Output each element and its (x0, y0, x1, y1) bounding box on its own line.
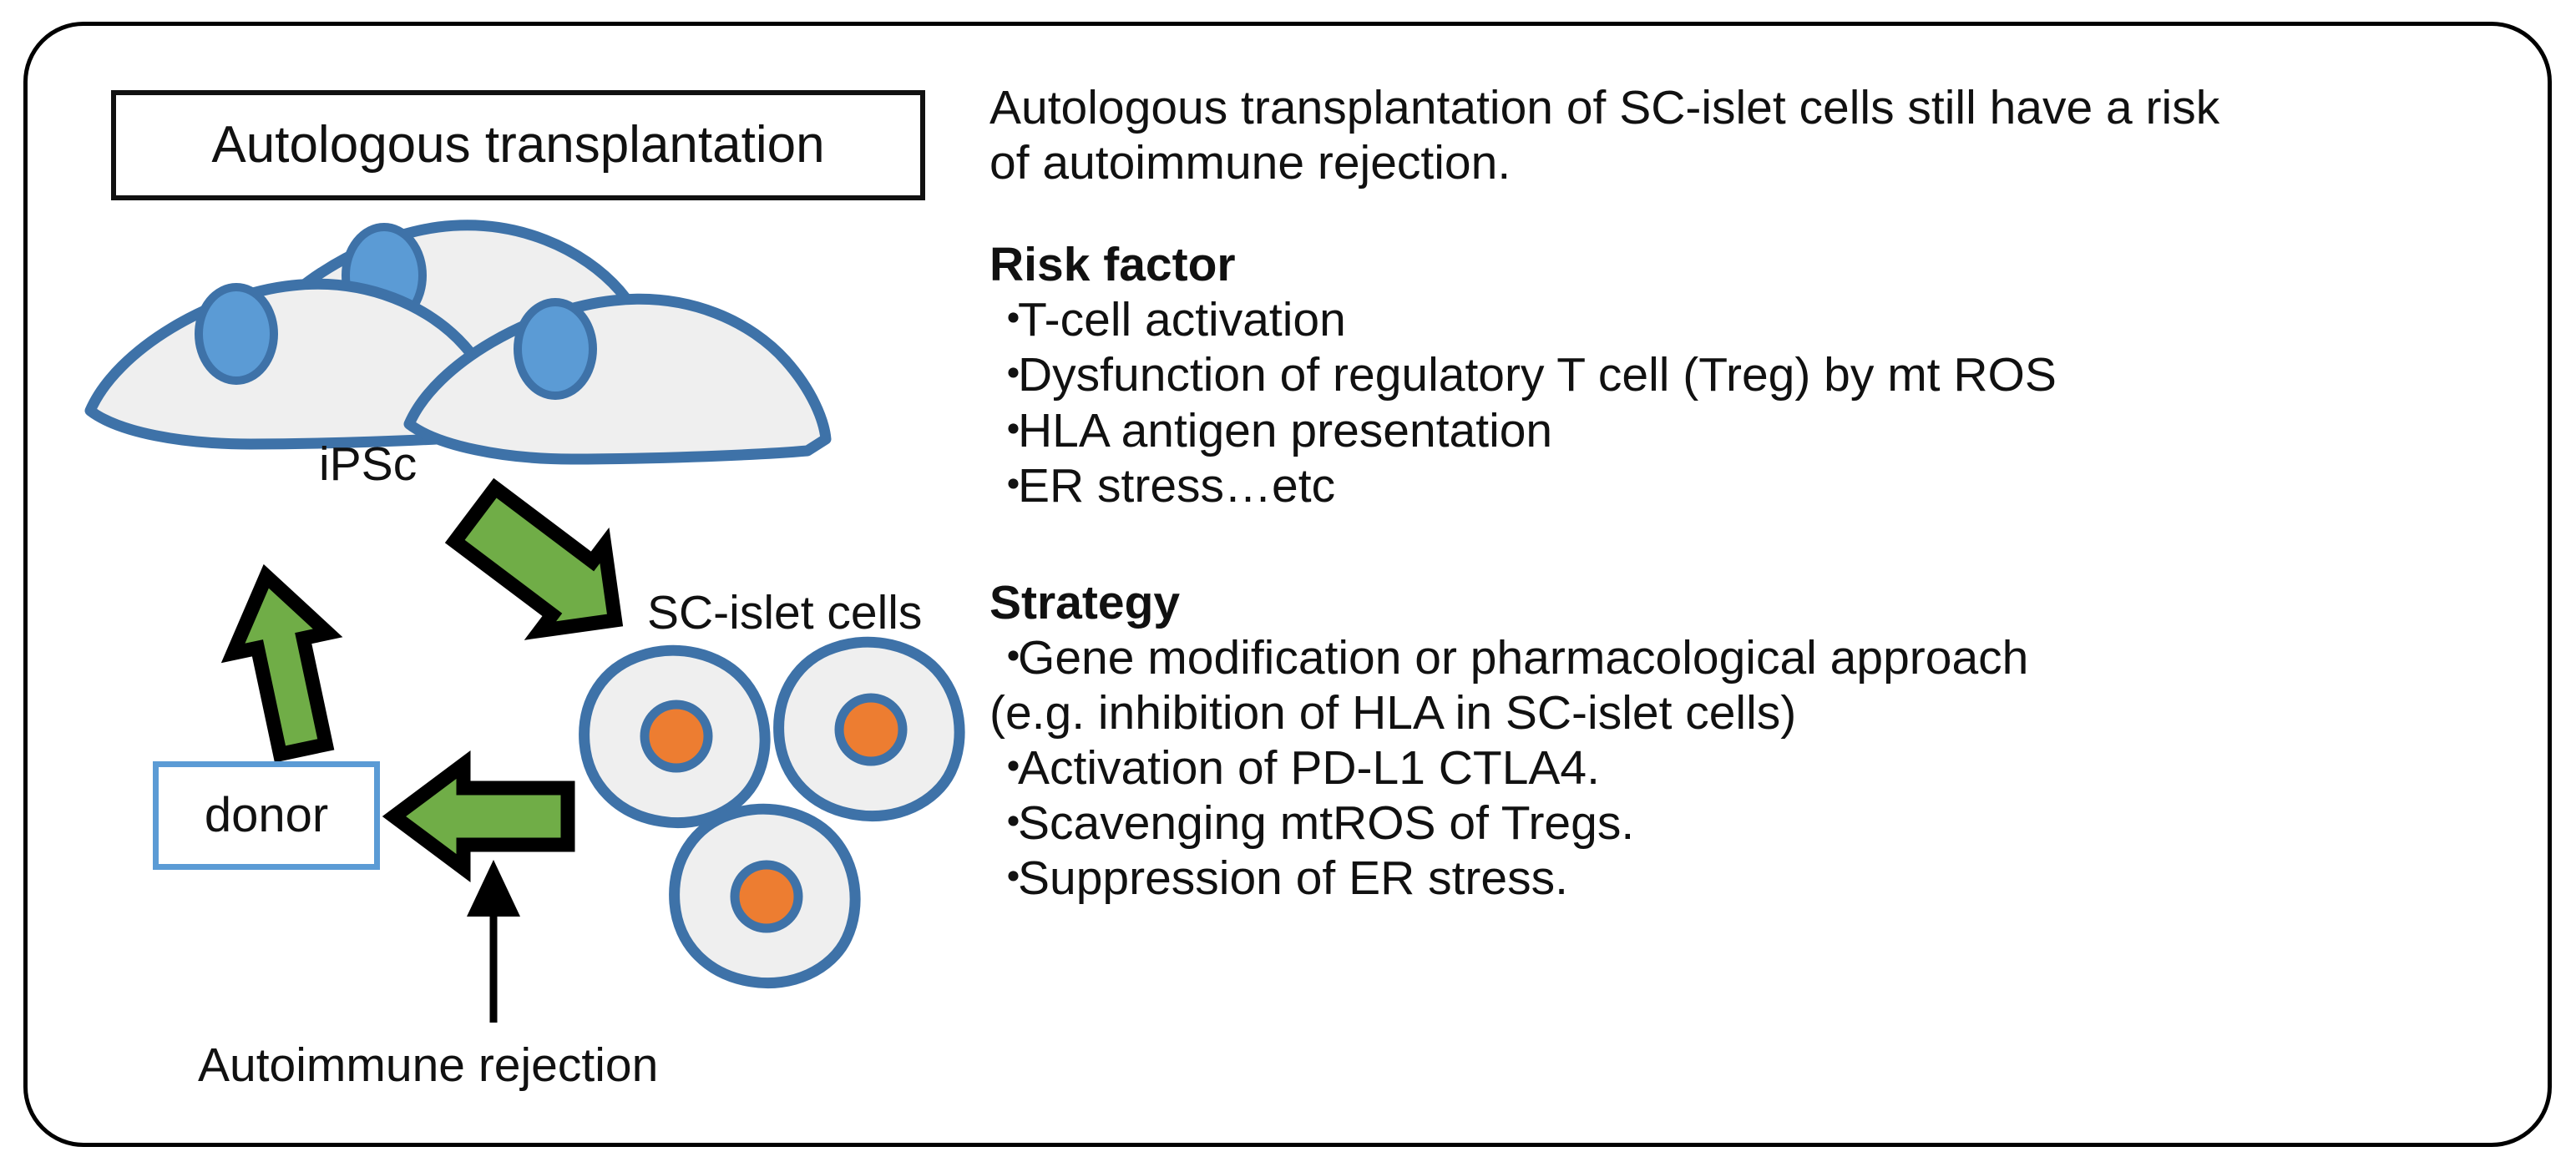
title-text: Autologous transplantation (211, 116, 825, 174)
text-panel: Autologous transplantation of SC-islet c… (989, 80, 2526, 906)
list-item: ・Activation of PD-L1 CTLA4. (989, 740, 2526, 796)
intro-line-1: Autologous transplantation of SC-islet c… (989, 81, 2220, 134)
bullet-dot-icon: ・ (989, 458, 1037, 513)
spacer-intro-to-risk (989, 190, 2526, 237)
strategy-item-text: Gene modification or pharmacological app… (1018, 630, 2029, 685)
strategy-item-text: Suppression of ER stress. (1018, 851, 1568, 906)
intro-line-2: of autoimmune rejection. (989, 136, 1511, 190)
strategy-item-text: Scavenging mtROS of Tregs. (1018, 796, 1635, 851)
autoimmune-rejection-label: Autoimmune rejection (198, 1038, 659, 1092)
spacer-risk-to-strategy (989, 513, 2526, 575)
risk-item-text: HLA antigen presentation (1018, 403, 1553, 457)
risk-factor-heading: Risk factor (989, 238, 1236, 292)
strategy-item-text: Activation of PD-L1 CTLA4. (1018, 741, 1600, 796)
bullet-dot-icon: ・ (989, 630, 1037, 685)
strategy-note: (e.g. inhibition of HLA in SC-islet cell… (989, 685, 1797, 740)
intro-paragraph: Autologous transplantation of SC-islet c… (989, 80, 2526, 190)
bullet-dot-icon: ・ (989, 851, 1037, 906)
bullet-dot-icon: ・ (989, 293, 1037, 347)
risk-item-text: ER stress…etc (1018, 458, 1336, 513)
strategy-list-secondary: ・Activation of PD-L1 CTLA4. ・Scavenging … (989, 740, 2526, 906)
bullet-dot-icon: ・ (989, 348, 1037, 402)
donor-label: donor (204, 788, 329, 842)
bullet-dot-icon: ・ (989, 403, 1037, 457)
autologous-transplantation-title-box: Autologous transplantation (111, 90, 925, 200)
risk-item-text: T-cell activation (1018, 293, 1346, 347)
strategy-list-primary: ・Gene modification or pharmacological ap… (989, 630, 2526, 685)
risk-factor-list: ・T-cell activation ・Dysfunction of regul… (989, 292, 2526, 513)
list-item: ・T-cell activation (989, 292, 2526, 347)
ipsc-label: iPSc (319, 437, 418, 491)
risk-item-text: Dysfunction of regulatory T cell (Treg) … (1018, 348, 2057, 402)
strategy-heading: Strategy (989, 575, 1181, 629)
donor-box: donor (153, 761, 380, 870)
list-item: ・Dysfunction of regulatory T cell (Treg)… (989, 347, 2526, 402)
list-item: ・ER stress…etc (989, 458, 2526, 513)
list-item: ・HLA antigen presentation (989, 403, 2526, 458)
list-item: ・Scavenging mtROS of Tregs. (989, 796, 2526, 851)
list-item: ・Gene modification or pharmacological ap… (989, 630, 2526, 685)
bullet-dot-icon: ・ (989, 796, 1037, 851)
bullet-dot-icon: ・ (989, 741, 1037, 796)
list-item: ・Suppression of ER stress. (989, 851, 2526, 906)
sc-islet-cells-label: SC-islet cells (647, 586, 923, 639)
figure-outer-frame (23, 22, 2552, 1147)
